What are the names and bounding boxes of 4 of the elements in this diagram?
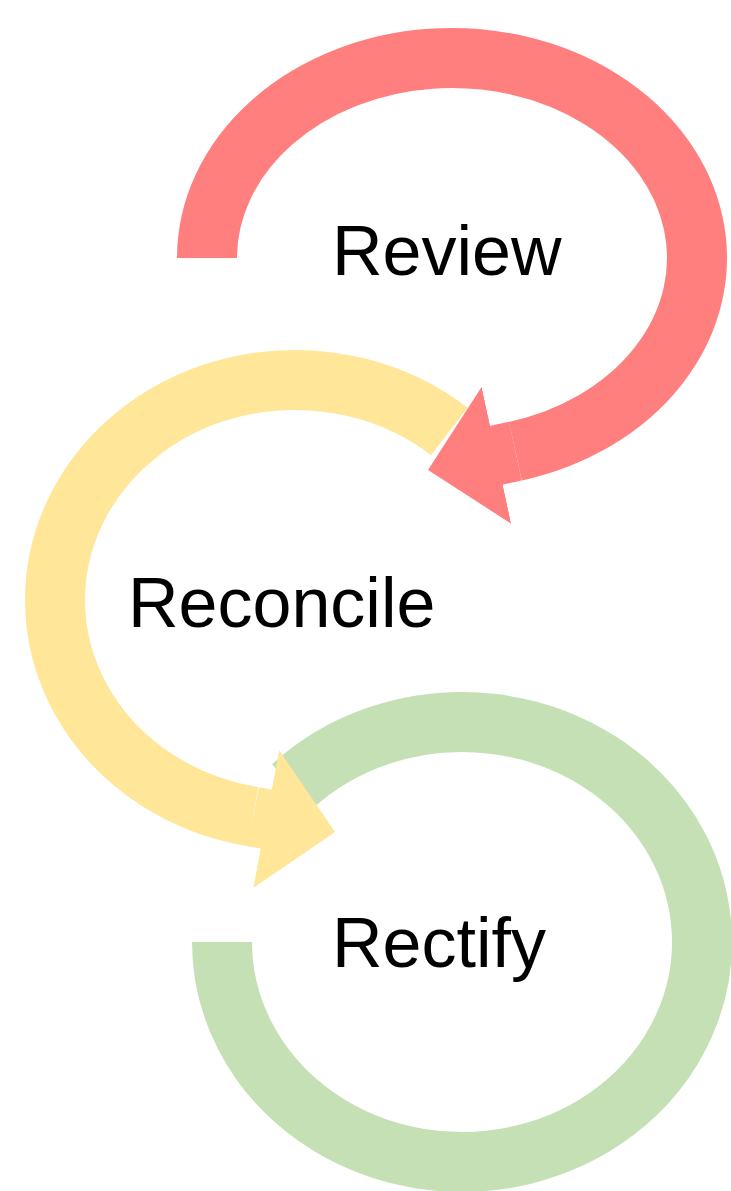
stage-label: Reconcile [128,568,436,638]
stage-label: Review [332,216,562,286]
arrow [247,750,335,888]
arrow [428,386,522,524]
